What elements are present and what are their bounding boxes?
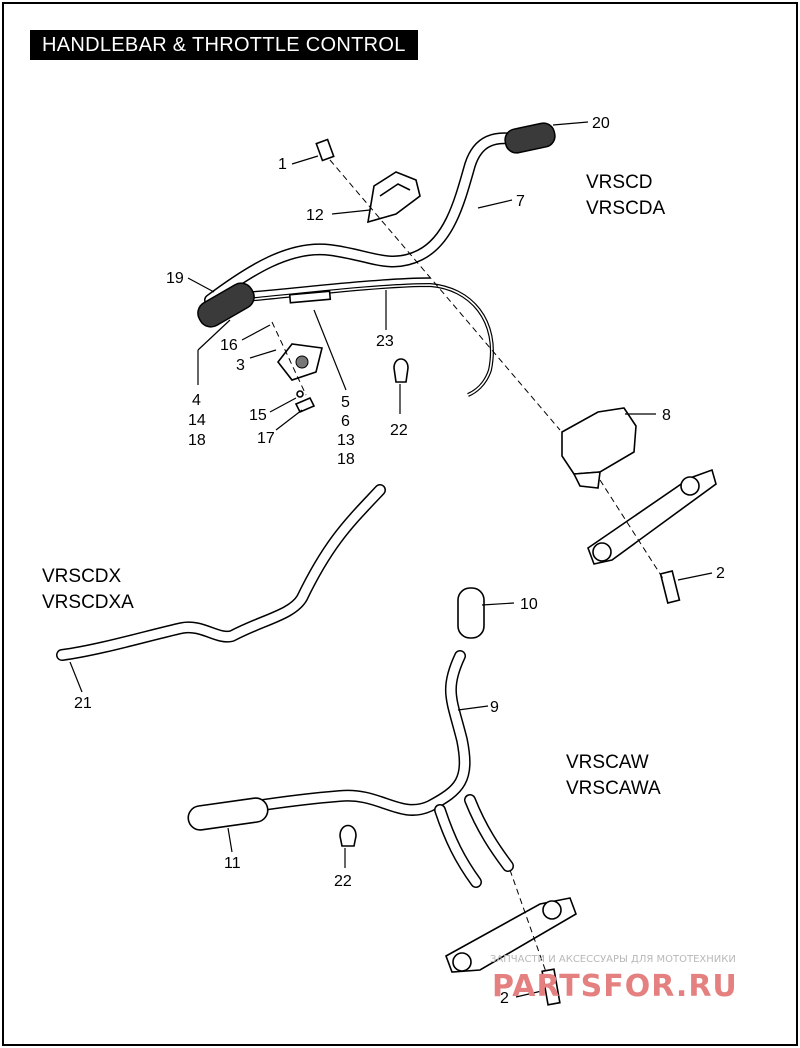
bolt-1 [315, 138, 335, 162]
callout-9: 9 [490, 699, 499, 716]
clip-22-top [393, 358, 409, 383]
callout-10: 10 [520, 596, 538, 613]
model-label-c2: VRSCAWA [566, 778, 661, 799]
model-label-b2: VRSCDXA [42, 592, 134, 613]
riser-cover-8 [561, 407, 637, 489]
callout-3: 3 [236, 357, 245, 374]
model-label-b1: VRSCDX [42, 566, 122, 587]
page-title: HANDLEBAR & THROTTLE CONTROL [30, 30, 418, 60]
callout-18-right: 18 [337, 451, 355, 468]
callout-2-top: 2 [716, 565, 725, 582]
callout-18-left: 18 [188, 432, 206, 449]
callout-23: 23 [376, 333, 394, 350]
callout-13: 13 [337, 432, 355, 449]
model-label-a1: VRSCD [586, 172, 653, 193]
callout-21: 21 [74, 695, 92, 712]
riser-bracket-bottom [445, 897, 577, 973]
model-label-a2: VRSCDA [586, 198, 666, 219]
riser-bracket-top [587, 468, 717, 565]
handlebar-9 [190, 650, 514, 888]
callout-1: 1 [278, 156, 287, 173]
leader-lines [69, 121, 713, 998]
bolt-2-top [659, 570, 681, 604]
callout-20: 20 [592, 115, 610, 132]
callout-11: 11 [224, 855, 241, 872]
watermark-tagline: ЗАПЧАСТИ И АКСЕССУАРЫ ДЛЯ МОТОТЕХНИКИ [490, 954, 736, 965]
model-label-c1: VRSCAW [566, 752, 649, 773]
watermark-brand: PARTSFOR.RU [492, 969, 738, 1004]
throttle-grip-19 [197, 282, 255, 328]
grip-20 [504, 122, 556, 154]
bolt-2-bottom [541, 968, 561, 1006]
callout-17: 17 [257, 430, 275, 447]
callout-22-top: 22 [390, 422, 408, 439]
callout-14: 14 [188, 412, 206, 429]
screw-15-17 [294, 390, 316, 414]
callout-7: 7 [516, 193, 525, 210]
handlebar-vrscd [204, 132, 526, 306]
throttle-housing-3 [276, 343, 323, 381]
grip-11 [187, 797, 269, 831]
callout-16: 16 [220, 337, 238, 354]
throttle-cables [244, 277, 494, 397]
callout-4: 4 [192, 392, 201, 409]
callout-5: 5 [341, 394, 350, 411]
callout-15: 15 [249, 407, 267, 424]
callout-12: 12 [306, 207, 324, 224]
grip-10 [457, 587, 485, 639]
callout-6: 6 [341, 413, 350, 430]
handlebar-21 [56, 484, 386, 661]
callout-22-bottom: 22 [334, 873, 352, 890]
clip-22-bottom [339, 824, 357, 847]
callout-8: 8 [662, 407, 671, 424]
riser-clamp-12 [367, 171, 421, 224]
callout-19: 19 [166, 270, 184, 287]
callout-2-bottom: 2 [500, 990, 509, 1007]
